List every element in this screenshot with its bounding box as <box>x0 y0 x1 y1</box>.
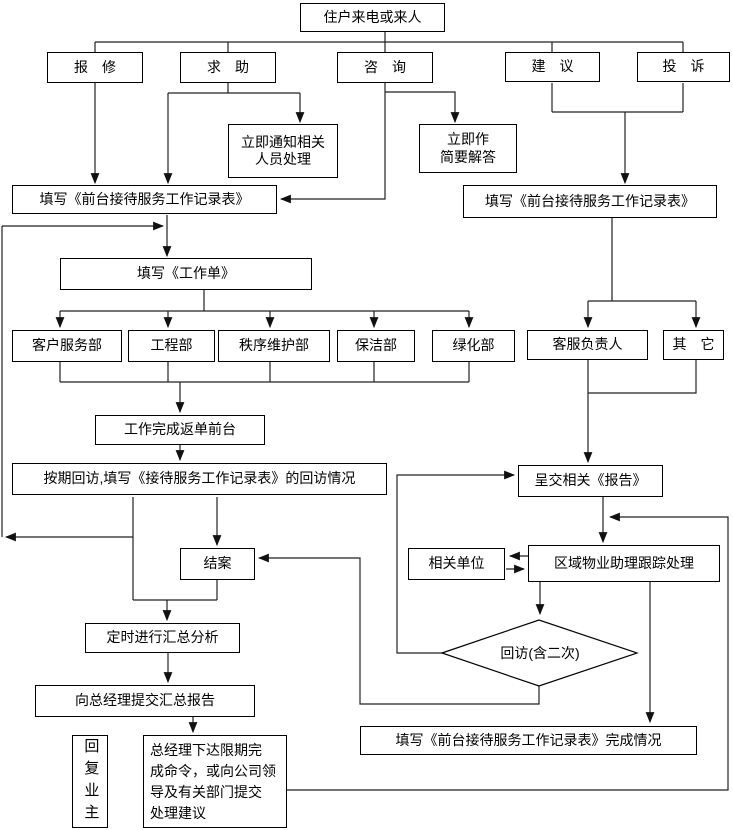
node-case-closed: 结案 <box>180 548 255 580</box>
node-reply-owner: 回复业主 <box>72 735 108 828</box>
node-regional-assistant: 区域物业助理跟踪处理 <box>528 545 720 582</box>
node-dept-order-maintenance: 秩序维护部 <box>218 330 330 362</box>
node-gm-order-line3: 导及有关部门提交 <box>150 784 262 800</box>
node-brief-answer-line2: 简要解答 <box>440 148 496 165</box>
node-start: 住户来电或来人 <box>300 3 445 32</box>
node-suggest: 建 议 <box>505 52 600 82</box>
node-brief-answer-line1: 立即作 <box>447 131 489 147</box>
node-gm-order-line1: 总经理下达限期完 <box>150 742 262 758</box>
node-dept-customer-service: 客户服务部 <box>12 330 122 362</box>
node-gm-order-line4: 处理建议 <box>150 805 206 821</box>
node-dept-engineering: 工程部 <box>128 330 215 362</box>
node-complaint: 投 诉 <box>637 52 730 82</box>
node-form-right: 填写《前台接待服务工作记录表》 <box>463 185 717 218</box>
node-work-done-return: 工作完成返单前台 <box>95 415 265 445</box>
node-follow-up-record: 按期回访,填写《接待服务工作记录表》的回访情况 <box>12 463 387 495</box>
node-help: 求 助 <box>180 52 276 83</box>
node-work-order: 填写《工作单》 <box>60 258 312 290</box>
node-service-head: 客服负责人 <box>527 330 648 360</box>
edges <box>1 32 729 791</box>
node-related-unit: 相关单位 <box>408 548 505 580</box>
node-dept-cleaning: 保洁部 <box>337 330 415 362</box>
node-reply-owner-label: 回复业主 <box>82 737 100 826</box>
node-summary-analysis: 定时进行汇总分析 <box>85 623 240 653</box>
node-repair: 报 修 <box>47 52 143 83</box>
node-report-to-gm: 向总经理提交汇总报告 <box>35 685 255 717</box>
node-gm-order: 总经理下达限期完 成命令，或向公司领 导及有关部门提交 处理建议 <box>143 735 287 828</box>
node-other: 其 它 <box>663 330 724 360</box>
node-form-left: 填写《前台接待服务工作记录表》 <box>12 185 277 214</box>
node-consult: 咨 询 <box>337 52 433 83</box>
node-revisit-decision: 回访(含二次) <box>500 645 580 661</box>
node-completion-status: 填写《前台接待服务工作记录表》完成情况 <box>360 726 697 755</box>
node-notify-line2: 人员处理 <box>255 151 311 167</box>
node-notify-personnel: 立即通知相关 人员处理 <box>228 124 338 178</box>
node-brief-answer: 立即作 简要解答 <box>419 124 517 173</box>
node-dept-greening: 绿化部 <box>432 330 515 362</box>
node-submit-report: 呈交相关《报告》 <box>518 465 663 497</box>
node-gm-order-line2: 成命令，或向公司领 <box>150 763 276 779</box>
node-notify-line1: 立即通知相关 <box>241 133 325 150</box>
